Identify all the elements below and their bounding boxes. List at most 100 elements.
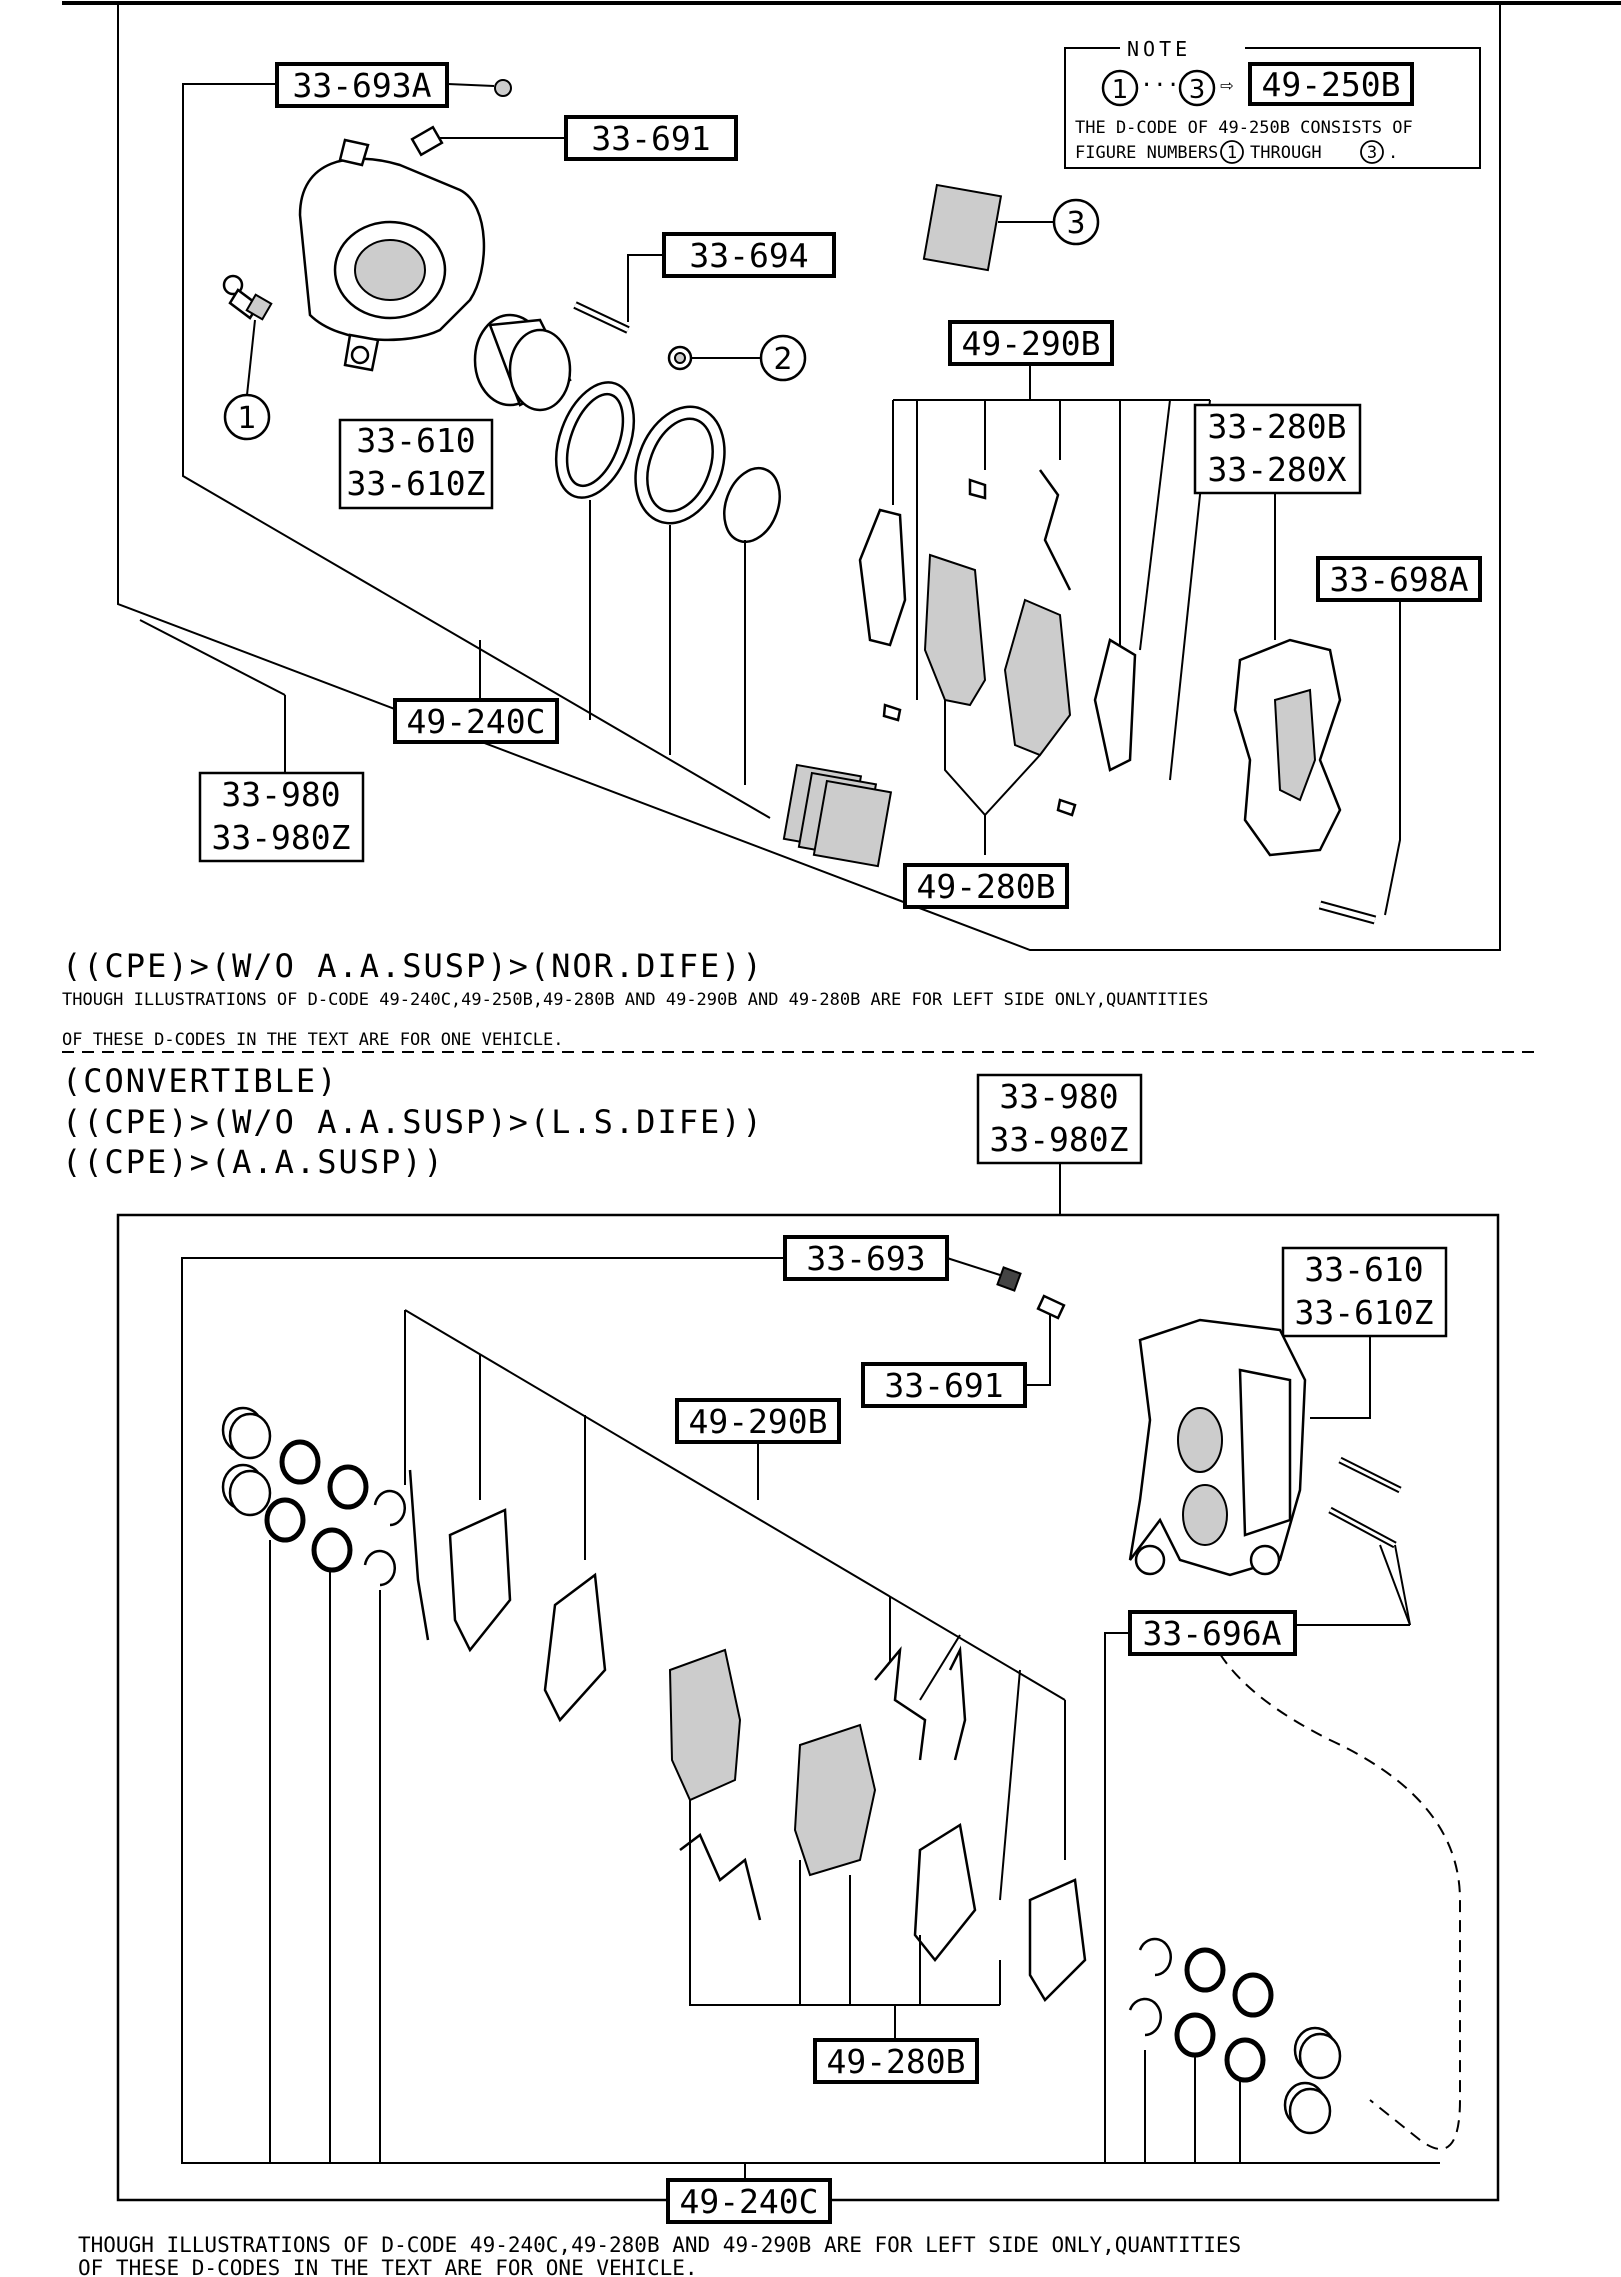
svg-text:49-240C: 49-240C — [679, 2182, 818, 2221]
note-box: NOTE 1 ··· 3 ⇨ 49-250B THE D-CODE OF 49-… — [1064, 37, 1481, 169]
callout-number-1: 1 — [237, 401, 256, 436]
grease-packs-stack — [782, 763, 893, 868]
svg-text:3: 3 — [1367, 143, 1377, 163]
callout-number-2: 2 — [773, 342, 792, 377]
shim-bottom-4 — [1028, 1878, 1087, 2003]
brake-pad-bottom-2 — [793, 1723, 877, 1877]
grease-pack-3 — [922, 183, 1054, 272]
svg-text:33-691: 33-691 — [591, 119, 710, 158]
svg-text:33-698A: 33-698A — [1329, 560, 1468, 599]
label-33-980-bottom: 33-980 33-980Z — [976, 1073, 1143, 1165]
top-footnote-line-1: THOUGH ILLUSTRATIONS OF D-CODE 49-240C,4… — [62, 990, 1208, 1010]
label-33-696A: 33-696A — [1128, 1610, 1297, 1656]
bracket-49-280B-top — [944, 700, 986, 855]
spring-top — [1038, 469, 1072, 591]
bottom-condition-2: ((CPE)>(W/O A.A.SUSP)>(L.S.DIFE)) — [62, 1103, 764, 1141]
svg-text:33-980: 33-980 — [999, 1077, 1118, 1116]
clip-top-2 — [882, 703, 902, 722]
pistons-bottom-left — [221, 1406, 272, 1517]
svg-text:49-290B: 49-290B — [961, 324, 1100, 363]
svg-text:49-280B: 49-280B — [916, 867, 1055, 906]
label-33-610-top: 33-610 33-610Z — [338, 418, 494, 510]
label-49-290B-bottom: 49-290B — [675, 1398, 841, 1444]
label-33-693A: 33-693A — [275, 62, 449, 108]
svg-text:33-691: 33-691 — [884, 1366, 1003, 1405]
caliper-body-bottom — [1128, 1318, 1307, 1577]
pistons-bottom-right — [1283, 2026, 1342, 2135]
spring-bottom-2 — [948, 1645, 967, 1761]
svg-text:33-980Z: 33-980Z — [989, 1120, 1128, 1159]
svg-text:33-610Z: 33-610Z — [346, 464, 485, 503]
bracket-33-693A — [182, 83, 771, 819]
svg-text:33-610: 33-610 — [356, 421, 475, 460]
bottom-condition-1: (CONVERTIBLE) — [62, 1062, 338, 1100]
svg-text:1: 1 — [1227, 143, 1237, 163]
bottom-footnote-line-2: OF THESE D-CODES IN THE TEXT ARE FOR ONE… — [78, 2256, 698, 2277]
label-49-290B-top: 49-290B — [948, 320, 1114, 366]
svg-text:33-610: 33-610 — [1304, 1250, 1423, 1289]
brake-pad-top-1 — [923, 553, 987, 707]
shim-bottom-3 — [913, 1822, 977, 1963]
svg-text:33-610Z: 33-610Z — [1294, 1293, 1433, 1332]
seals-bottom-left — [264, 1439, 407, 1587]
svg-text:33-980: 33-980 — [221, 775, 340, 814]
caliper-bracket-33-280B — [1233, 490, 1342, 857]
label-33-693-bottom: 33-693 — [783, 1235, 949, 1281]
label-49-240C-top: 49-240C — [393, 698, 559, 744]
label-33-691-top: 33-691 — [564, 115, 738, 161]
shim-top-2 — [1093, 638, 1137, 772]
piston-seal-top — [554, 381, 636, 499]
svg-text:⇨: ⇨ — [1220, 73, 1234, 98]
label-33-280B: 33-280B 33-280X — [1193, 403, 1362, 495]
shim-bottom-1 — [448, 1508, 512, 1653]
top-footnote-line-2: OF THESE D-CODES IN THE TEXT ARE FOR ONE… — [62, 1030, 564, 1050]
svg-text:33-693: 33-693 — [806, 1239, 925, 1278]
svg-text:.: . — [1388, 143, 1398, 163]
top-diagram-frame — [117, 3, 1501, 951]
clip-top-1 — [968, 478, 987, 500]
bleeder-screw-bottom — [1036, 1294, 1066, 1320]
guide-pin-33-694 — [573, 254, 664, 334]
label-49-280B-top: 49-280B — [903, 863, 1069, 909]
svg-text:33-980Z: 33-980Z — [211, 818, 350, 857]
note-code: 49-250B — [1261, 65, 1400, 104]
nut-2 — [667, 345, 760, 371]
bottom-footnote-line-1: THOUGH ILLUSTRATIONS OF D-CODE 49-240C,4… — [78, 2233, 1241, 2257]
bracket-49-280B-bottom — [689, 1800, 1000, 2006]
bracket-bolt-33-698A — [1318, 600, 1401, 925]
dust-boot-top — [634, 405, 726, 525]
svg-text:3: 3 — [1189, 75, 1206, 105]
shim-top-1 — [858, 508, 907, 647]
svg-text:33-280X: 33-280X — [1207, 450, 1346, 489]
svg-text:33-693A: 33-693A — [292, 66, 431, 105]
clip-top-3 — [1056, 798, 1077, 817]
svg-text:49-280B: 49-280B — [826, 2042, 965, 2081]
svg-text:33-280B: 33-280B — [1207, 407, 1346, 446]
callout-circle-2 — [759, 334, 807, 382]
dashed-reference-path — [1219, 1653, 1461, 2150]
spring-bottom-1 — [874, 1646, 927, 1761]
mounting-bolt-1 — [222, 274, 273, 396]
callout-circle-1 — [223, 393, 271, 441]
shim-bottom-2 — [543, 1572, 607, 1723]
label-33-610-bottom: 33-610 33-610Z — [1281, 1246, 1448, 1338]
note-line-2a: FIGURE NUMBERS — [1075, 143, 1218, 163]
label-33-698A: 33-698A — [1316, 556, 1482, 602]
svg-text:1: 1 — [1112, 75, 1129, 105]
label-33-980-top: 33-980 33-980Z — [198, 771, 365, 863]
top-condition: ((CPE)>(W/O A.A.SUSP)>(NOR.DIFE)) — [62, 947, 764, 985]
svg-text:···: ··· — [1140, 73, 1180, 98]
bleeder-screw-33-691 — [410, 125, 566, 157]
bottom-condition-3: ((CPE)>(A.A.SUSP)) — [62, 1143, 445, 1181]
callout-number-3: 3 — [1066, 206, 1085, 241]
brake-pad-bottom-1 — [668, 1648, 742, 1802]
piston-top — [473, 313, 572, 412]
svg-text:33-696A: 33-696A — [1142, 1614, 1281, 1653]
label-49-240C-bottom: 49-240C — [666, 2178, 832, 2224]
label-33-694: 33-694 — [662, 232, 836, 278]
callout-circle-3 — [1052, 198, 1100, 246]
svg-text:33-694: 33-694 — [689, 236, 808, 275]
retaining-ring-top — [723, 466, 781, 544]
spring-bottom-3 — [679, 1833, 762, 1921]
